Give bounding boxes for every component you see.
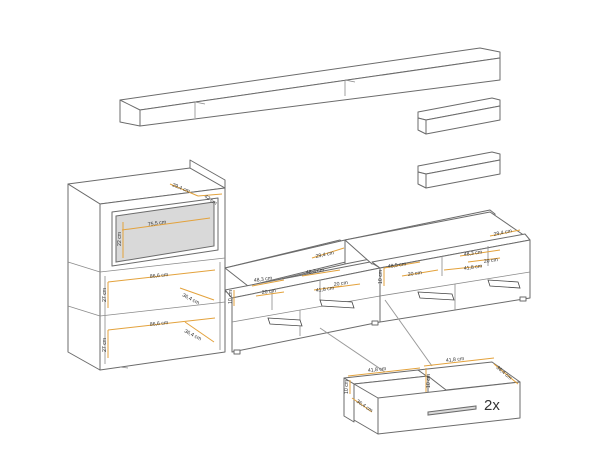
dimension-lines xyxy=(107,183,521,413)
dim-shelf-width-lower: 86,6 cm xyxy=(150,320,169,328)
right-tv-unit xyxy=(344,209,531,323)
dim-side-height-upper: 27 cm xyxy=(102,288,108,302)
dim-left-tv-top-depth: 29,4 cm xyxy=(315,250,334,260)
dim-compartment-height: 22 cm xyxy=(117,232,123,246)
dim-drawer-width-right: 41,8 cm xyxy=(446,356,465,364)
dim-side-height-lower: 27 cm xyxy=(102,338,108,352)
dim-drawer-height-right: 10 cm xyxy=(426,374,432,388)
dim-right-tv-top-depth: 29,4 cm xyxy=(493,228,512,238)
dim-left-tv-depth-1: 20 cm xyxy=(261,288,276,296)
dim-right-tv-drawer-width: 41,8 cm xyxy=(463,263,482,272)
dim-shelf-width-upper: 86,6 cm xyxy=(150,272,169,280)
dim-right-tv-depth-2: 20 cm xyxy=(483,257,498,265)
drawer-quantity-label: 2x xyxy=(484,397,500,414)
dim-right-tv-comp-2: 48,3 cm xyxy=(463,249,482,258)
dim-drawer-width-left: 41,8 cm xyxy=(368,366,387,374)
drawers-detail xyxy=(343,361,521,435)
dim-left-tv-comp-1: 48,3 cm xyxy=(253,275,272,284)
drawer-callout-lines xyxy=(319,299,433,373)
dim-right-tv-height: 10 cm xyxy=(378,270,384,284)
dim-right-tv-depth-1: 20 cm xyxy=(407,270,422,278)
dim-compartment-width: 75,5 cm xyxy=(147,219,166,228)
dim-left-tv-depth-2: 20 cm xyxy=(333,280,348,288)
tall-cabinet xyxy=(67,159,226,371)
dim-left-tv-comp-2: 48,3 cm xyxy=(305,267,324,276)
dim-left-tv-height: 10 cm xyxy=(228,290,234,304)
dim-left-tv-drawer-width: 41,8 cm xyxy=(315,285,334,294)
small-wall-shelf-lower xyxy=(417,151,501,189)
long-wall-shelf xyxy=(119,47,501,127)
dim-right-tv-comp-1: 48,5 cm xyxy=(387,261,406,270)
small-wall-shelf-upper xyxy=(417,97,501,135)
dim-drawer-height-left: 10 cm xyxy=(344,380,350,394)
